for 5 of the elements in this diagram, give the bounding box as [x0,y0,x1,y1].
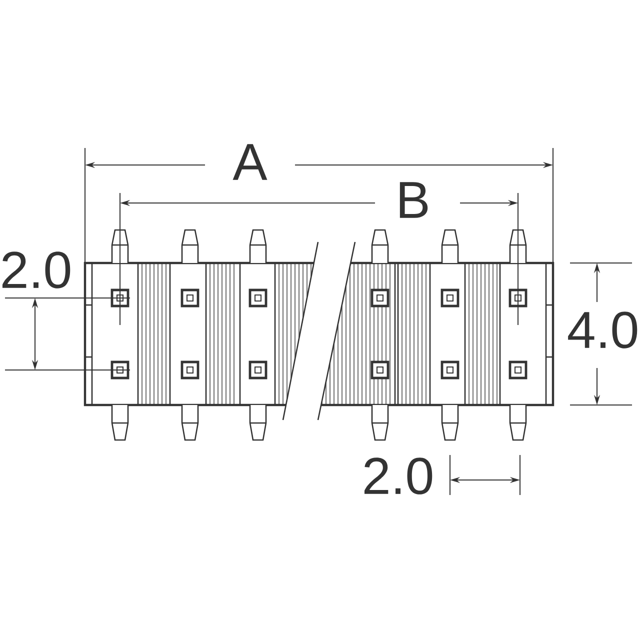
dimension-label: B [400,182,428,218]
dimension-label: A [232,144,268,180]
dimension-label: 2.0 [2,252,70,288]
dimension-label: 4.0 [568,312,638,348]
dimension-label: 2.0 [364,458,432,494]
